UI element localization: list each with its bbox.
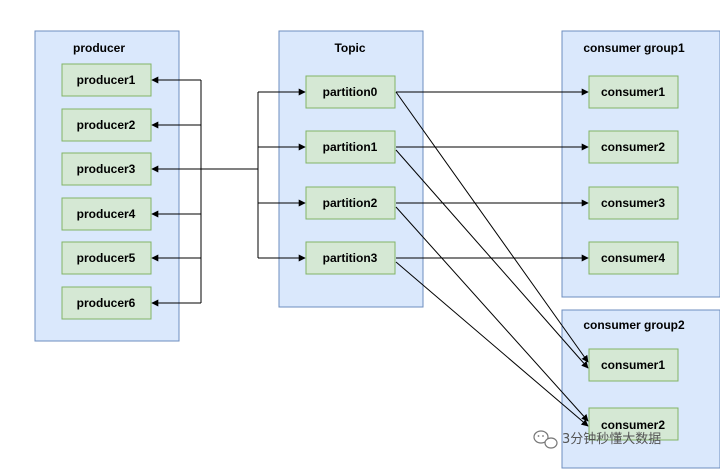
partition-node-1: partition1 <box>305 130 396 164</box>
watermark: 3分钟秒懂大数据 <box>533 430 661 449</box>
partition-edges <box>257 88 306 262</box>
producer-node-3: producer3 <box>61 152 152 186</box>
producer-label: producer1 <box>77 73 136 87</box>
producer-label: producer2 <box>77 118 136 132</box>
consumer-label: consumer2 <box>601 418 665 432</box>
consumer-label: consumer2 <box>601 140 665 154</box>
partition-label: partition0 <box>323 85 378 99</box>
group1-consumer-node-1: consumer1 <box>588 75 679 109</box>
group2-edges <box>395 91 589 427</box>
partition-label: partition2 <box>323 196 378 210</box>
consumer-label: consumer4 <box>601 251 665 265</box>
producer-label: producer4 <box>77 207 136 221</box>
edge-partition1-g2c1 <box>395 149 589 369</box>
partition-label: partition3 <box>323 251 378 265</box>
consumer-group2 <box>561 309 720 469</box>
group1-consumer-node-3: consumer3 <box>588 186 679 220</box>
group1-edges <box>396 88 589 262</box>
consumer-label: consumer1 <box>601 358 665 372</box>
producer-node-5: producer5 <box>61 241 152 275</box>
partition-label: partition1 <box>323 140 378 154</box>
producer-node-2: producer2 <box>61 108 152 142</box>
consumer-group2-title: consumer group2 <box>583 318 685 332</box>
group1-consumer-node-2: consumer2 <box>588 130 679 164</box>
partition-node-2: partition2 <box>305 186 396 220</box>
producer-node-4: producer4 <box>61 197 152 231</box>
producer-node-1: producer1 <box>61 63 152 97</box>
edge-partition2-g2c2 <box>395 206 589 422</box>
group2-consumer-node-1: consumer1 <box>588 348 679 382</box>
group1-consumer-node-4: consumer4 <box>588 241 679 275</box>
producer-group-title: producer <box>73 41 125 55</box>
partition-node-0: partition0 <box>305 75 396 109</box>
edge-partition3-g2c2 <box>395 261 589 427</box>
watermark-text: 3分钟秒懂大数据 <box>562 431 661 447</box>
producer-label: producer5 <box>77 251 136 265</box>
chat-bubbles-icon <box>533 430 558 449</box>
producer-label: producer3 <box>77 162 136 176</box>
consumer-label: consumer1 <box>601 85 665 99</box>
producer-edges <box>151 76 258 307</box>
partition-node-3: partition3 <box>305 241 396 275</box>
consumer-label: consumer3 <box>601 196 665 210</box>
consumer-group1-title: consumer group1 <box>583 41 685 55</box>
edge-partition0-g2c1 <box>395 91 589 363</box>
producer-node-6: producer6 <box>61 286 152 320</box>
producer-label: producer6 <box>77 296 136 310</box>
group2-consumer-node-2: consumer2 <box>588 407 679 441</box>
topic-group-title: Topic <box>334 41 365 55</box>
consumer-group1 <box>561 30 720 298</box>
